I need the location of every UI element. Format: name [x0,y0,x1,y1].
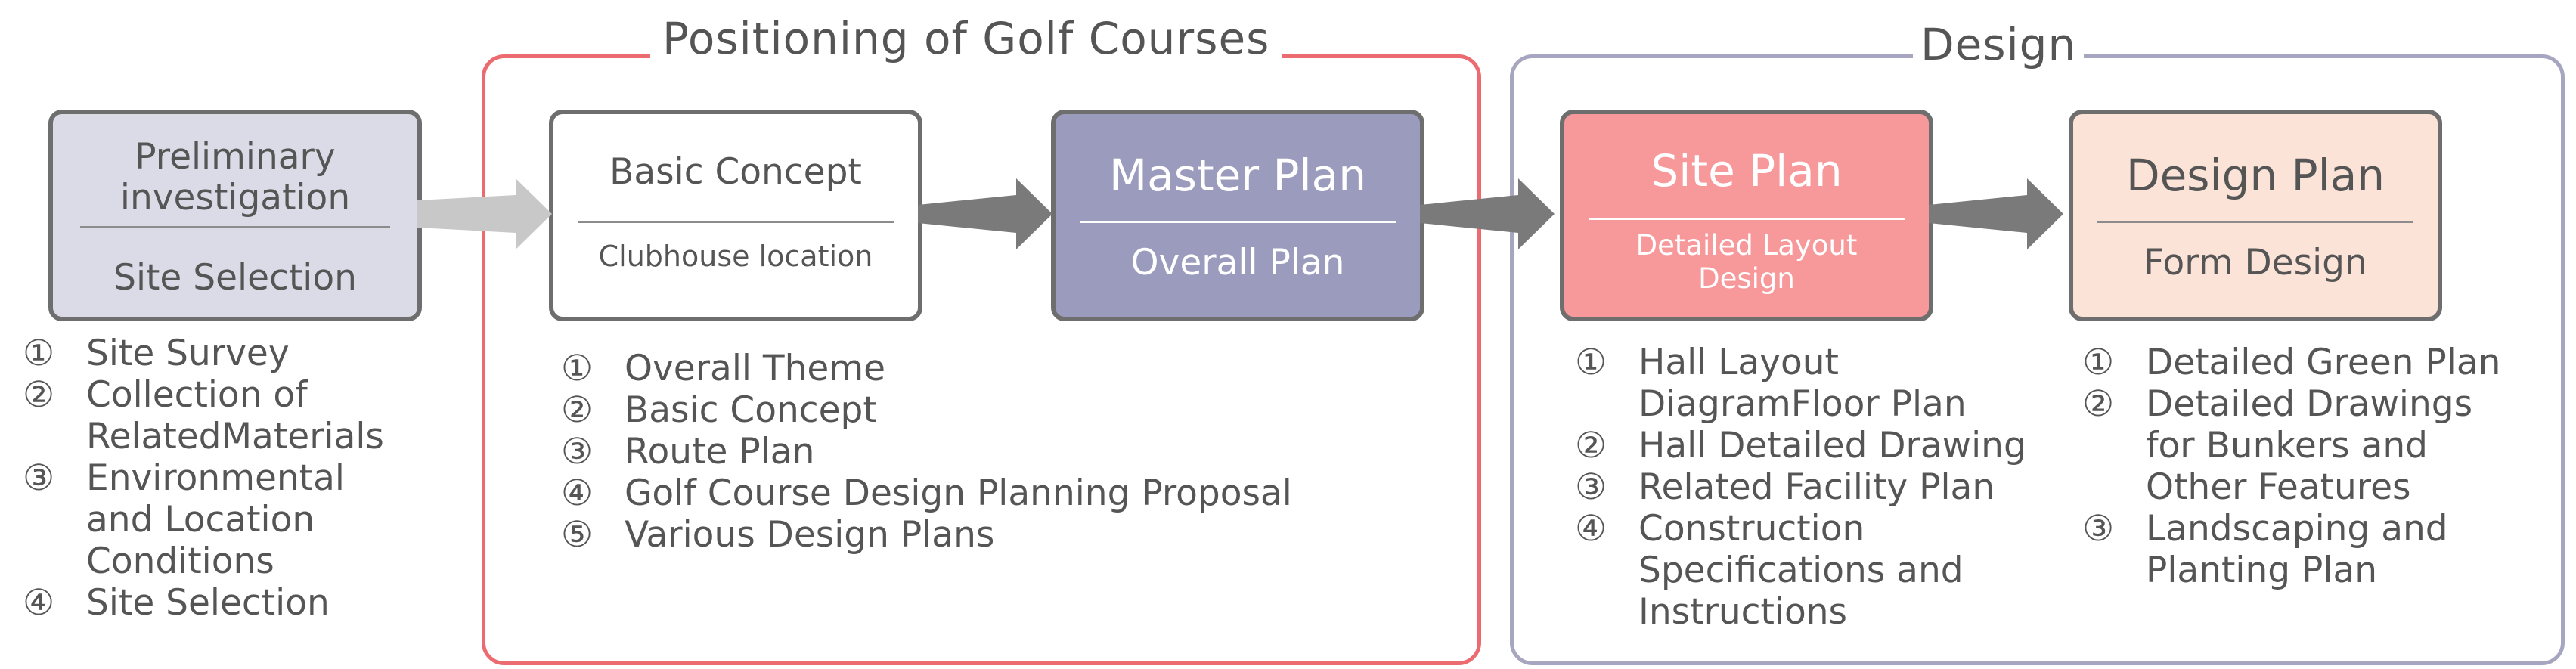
list-item-text: Instructions [1638,591,1848,633]
arrow-master-to-site [1420,178,1555,249]
arrow-right-icon [417,178,552,249]
list-item-text: Construction [1638,508,1865,550]
master-plan-box-subtitle: Overall Plan [1130,242,1345,283]
list-item-text: Conditions [86,540,274,582]
list-item-text: Route Plan [625,431,815,472]
list-item-text: Site Selection [86,582,330,624]
list-item-text: Collection of [86,374,308,416]
list-item-text: Hall Layout [1638,342,1839,383]
list-item-text: Site Survey [86,333,290,374]
arrow-right-icon [1929,178,2063,249]
list-item-number: ③ [561,431,594,472]
preliminary-investigation-box: Preliminary investigation Site Selection [48,110,422,321]
site-plan-subtitle-text: Detailed Layout Design [1635,229,1858,295]
list-item-text: Hall Detailed Drawing [1638,425,2026,466]
list-item-text: Basic Concept [625,389,877,431]
list-item: ① Overall Theme [561,348,1292,389]
design-plan-box-subtitle: Form Design [2144,242,2367,283]
list-item-number: ② [1575,425,1607,466]
list-item-text: and Location [86,499,315,540]
master-plan-box: Master Plan Overall Plan [1051,110,1424,321]
list-item-number: ① [1575,342,1607,383]
list-item: ③ Route Plan [561,431,1292,472]
site-plan-box-title: Site Plan [1651,145,1843,197]
list-item: ④ Golf Course Design Planning Proposal [561,472,1292,514]
list-item-number: ⑤ [561,514,594,556]
list-item-text: DiagramFloor Plan [1638,383,1967,425]
design-plan-box-divider [2097,221,2413,223]
list-item-text: Various Design Plans [625,514,995,556]
list-item-text: for Bunkers and [2146,425,2429,466]
arrow-preliminary-to-basic [417,178,552,249]
positioning-group-title: Positioning of Golf Courses [650,12,1282,65]
list-item-text: Detailed Green Plan [2146,342,2501,383]
list-item-number: ④ [1575,508,1607,550]
basic-concept-box-title: Basic Concept [609,151,862,193]
list-item-text: Environmental [86,457,345,499]
list-item: ① Detailed Green Plan [2082,342,2500,383]
basic-concept-box-subtitle: Clubhouse location [598,240,873,273]
arrow-right-icon [918,178,1052,249]
list-item-text: Related Facility Plan [1638,466,1995,508]
basic-concept-box: Basic Concept Clubhouse location [549,110,922,321]
arrow-right-icon [1420,178,1555,249]
site-plan-box: Site Plan Detailed Layout Design [1560,110,1933,321]
list-item: ⑤ Various Design Plans [561,514,1292,556]
site-plan-box-subtitle: Detailed Layout Design [1564,229,1929,296]
list-item-number: ③ [1575,466,1607,508]
list-item-number: ④ [561,472,594,514]
list-item-number: ① [23,333,55,374]
basic-concept-box-divider [578,221,894,223]
master-plan-box-title: Master Plan [1109,150,1366,201]
design-plan-box: Design Plan Form Design [2069,110,2442,321]
design-plan-box-title: Design Plan [2125,150,2385,201]
site-plan-box-divider [1589,218,1905,220]
list-item-number: ④ [23,582,55,624]
list-item-number: ② [2082,383,2115,425]
list-item-number: ② [561,389,594,431]
list-item-number: ① [2082,342,2115,383]
list-item-text: Golf Course Design Planning Proposal [625,472,1292,514]
list-item: ④ Site Selection [23,582,384,624]
arrow-site-to-design [1929,178,2063,249]
list-item-text: Landscaping and [2146,508,2448,550]
preliminary-box-subtitle: Site Selection [113,257,357,299]
preliminary-title-text: Preliminary investigation [119,136,351,218]
list-item-text: Overall Theme [625,348,886,389]
list-item: ② Hall Detailed Drawing [1575,425,2026,466]
list-item-number: ③ [2082,508,2115,550]
list-item-text: RelatedMaterials [86,416,384,457]
preliminary-box-divider [80,226,390,228]
master-plan-box-divider [1080,221,1396,223]
preliminary-box-title: Preliminary investigation [53,137,417,218]
arrow-basic-to-master [918,178,1052,249]
list-item-number: ② [23,374,55,416]
list-item-text: Other Features [2146,466,2411,508]
list-item: ② Basic Concept [561,389,1292,431]
list-item-text: Detailed Drawings [2146,383,2473,425]
design-group-title: Design [1913,18,2085,71]
list-item-number: ③ [23,457,55,499]
list-item: ③ Related Facility Plan [1575,466,2026,508]
list-item-number: ① [561,348,594,389]
list-item: ① Site Survey [23,333,384,374]
list-item-text: Planting Plan [2146,550,2378,591]
list-item-text: Specifications and [1638,550,1964,591]
